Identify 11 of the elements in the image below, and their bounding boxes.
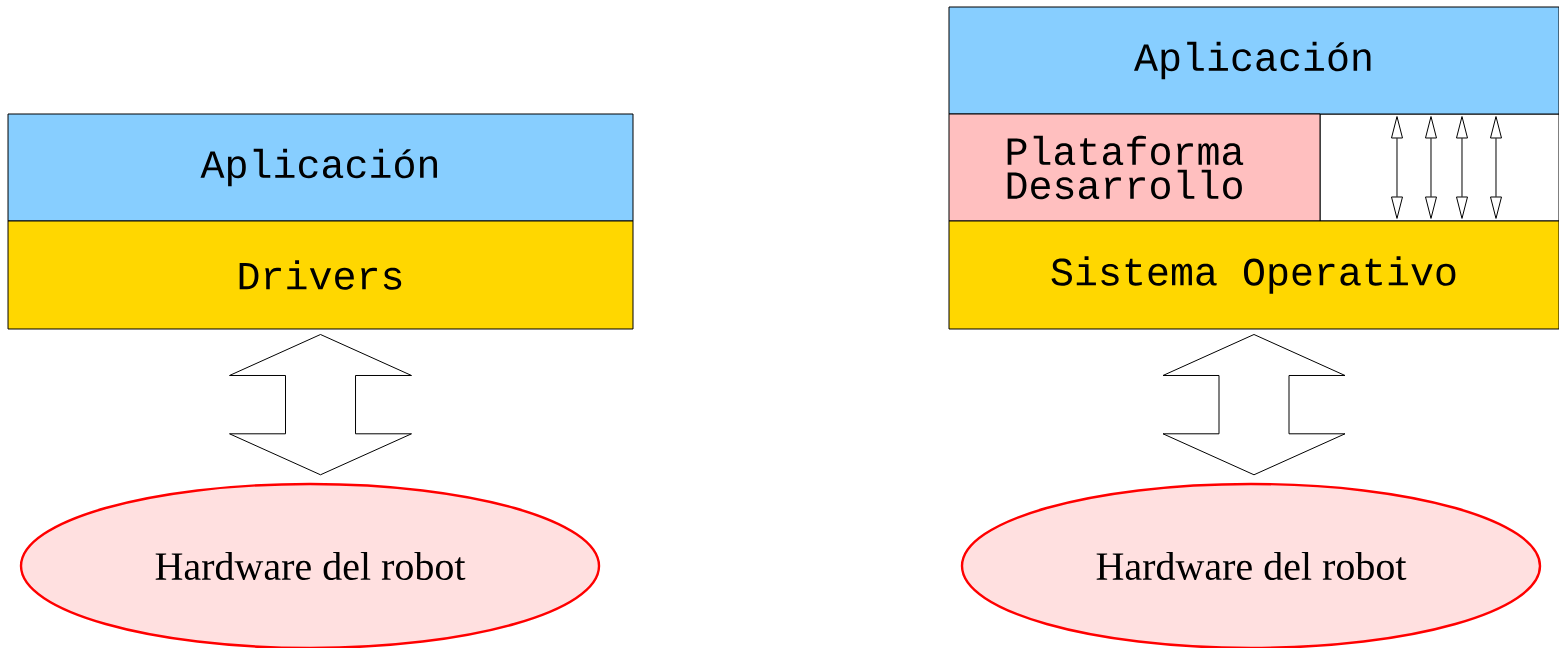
arrow [1391, 116, 1403, 219]
layer-box: Aplicación [7, 113, 634, 222]
layer-box: Aplicación [948, 6, 1559, 115]
arrow [1425, 116, 1437, 219]
layer-box: Plataforma Desarrollo [948, 113, 1321, 222]
layer-box: Sistema Operativo [948, 220, 1559, 330]
arrow [1490, 116, 1502, 219]
double-block-arrow [1162, 334, 1346, 476]
layer-box: Drivers [7, 220, 634, 330]
arrow [1456, 116, 1468, 219]
double-block-arrow [229, 334, 412, 476]
